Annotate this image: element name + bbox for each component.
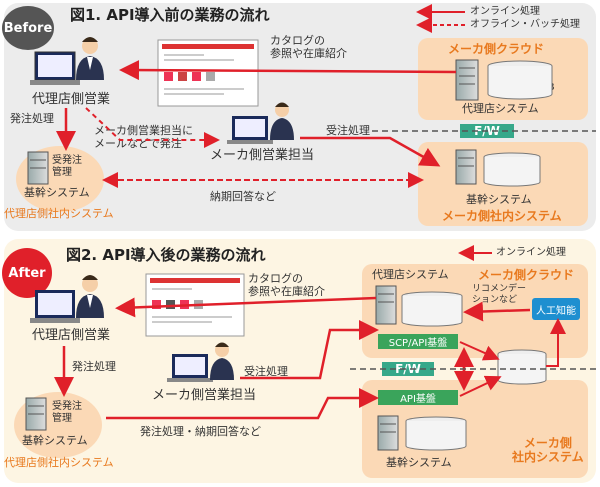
before-title: 図1. API導入前の業務の流れ <box>70 6 270 24</box>
legend-online-label: オンライン処理 <box>470 6 540 17</box>
after-scp-api-box: SCP/API基盤 <box>378 334 458 349</box>
after-log-label: ログ <box>512 363 532 374</box>
after-badge: After <box>2 248 52 298</box>
after-dealer-system-label: 代理店システム <box>372 268 449 281</box>
before-maker-sales-label: メーカ側営業担当 <box>210 148 315 163</box>
before-maker-sales-note: メーカ側営業担当に メールなどで発注 <box>94 124 193 151</box>
before-maker-cloud-label: メーカ側クラウド <box>448 42 545 56</box>
after-title: 図2. API導入後の業務の流れ <box>66 246 266 264</box>
after-catalog-label: カタログの 参照や在庫紹介 <box>248 272 325 299</box>
after-core-left-label: 基幹システム <box>22 434 88 447</box>
before-dealer-internal-label: 代理店側社内システム <box>4 207 114 220</box>
before-order-mgmt-left-label: 受発注 管理 <box>52 155 82 178</box>
legend-offline-label: オフライン・バッチ処理 <box>470 19 580 30</box>
before-dealer-system-label: 代理店システム <box>462 102 539 115</box>
after-accept-order-label: 受注処理 <box>244 365 288 378</box>
after-core-right-label: 基幹システム <box>386 456 452 469</box>
before-delivery-label: 納期回答など <box>210 190 276 203</box>
before-accept-order-label: 受注処理 <box>326 124 370 137</box>
before-product-db-label: 商品 カタログDB <box>500 70 555 93</box>
after-product-db-label: 商品 カタログDB <box>408 300 463 323</box>
before-maker-internal-label: メーカ側社内システム <box>442 209 562 223</box>
after-recommend-label: リコメンデー ションなど <box>472 284 527 305</box>
after-ai-box: 人工知能 <box>532 298 580 320</box>
before-order-mgmt-right-label: 受発注管理 <box>486 165 536 176</box>
after-dealer-sales-label: 代理店側営業 <box>32 328 111 343</box>
after-order-delivery-label: 発注処理・納期回答など <box>140 425 261 438</box>
after-maker-internal-label: メーカ側 社内システム <box>512 436 584 465</box>
after-legend-online-label: オンライン処理 <box>496 247 566 258</box>
before-order-label: 発注処理 <box>10 112 54 125</box>
after-order-mgmt-right-label: 受発注管理 <box>410 428 460 439</box>
after-order-label: 発注処理 <box>72 360 116 373</box>
before-core-right-label: 基幹システム <box>466 193 532 206</box>
before-core-left-label: 基幹システム <box>24 186 90 199</box>
before-fw-badge: F/W <box>460 124 514 138</box>
after-api-base-box: API基盤 <box>378 390 458 405</box>
before-dealer-sales-label: 代理店側営業 <box>32 92 111 107</box>
before-badge: Before <box>2 6 54 50</box>
after-dealer-internal-label: 代理店側社内システム <box>4 456 114 469</box>
after-order-mgmt-left-label: 受発注 管理 <box>52 401 82 424</box>
after-fw-badge: F/W <box>382 362 434 376</box>
after-maker-cloud-label: メーカ側クラウド <box>478 268 575 282</box>
before-catalog-label: カタログの 参照や在庫紹介 <box>270 34 347 61</box>
after-maker-sales-label: メーカ側営業担当 <box>152 388 257 403</box>
